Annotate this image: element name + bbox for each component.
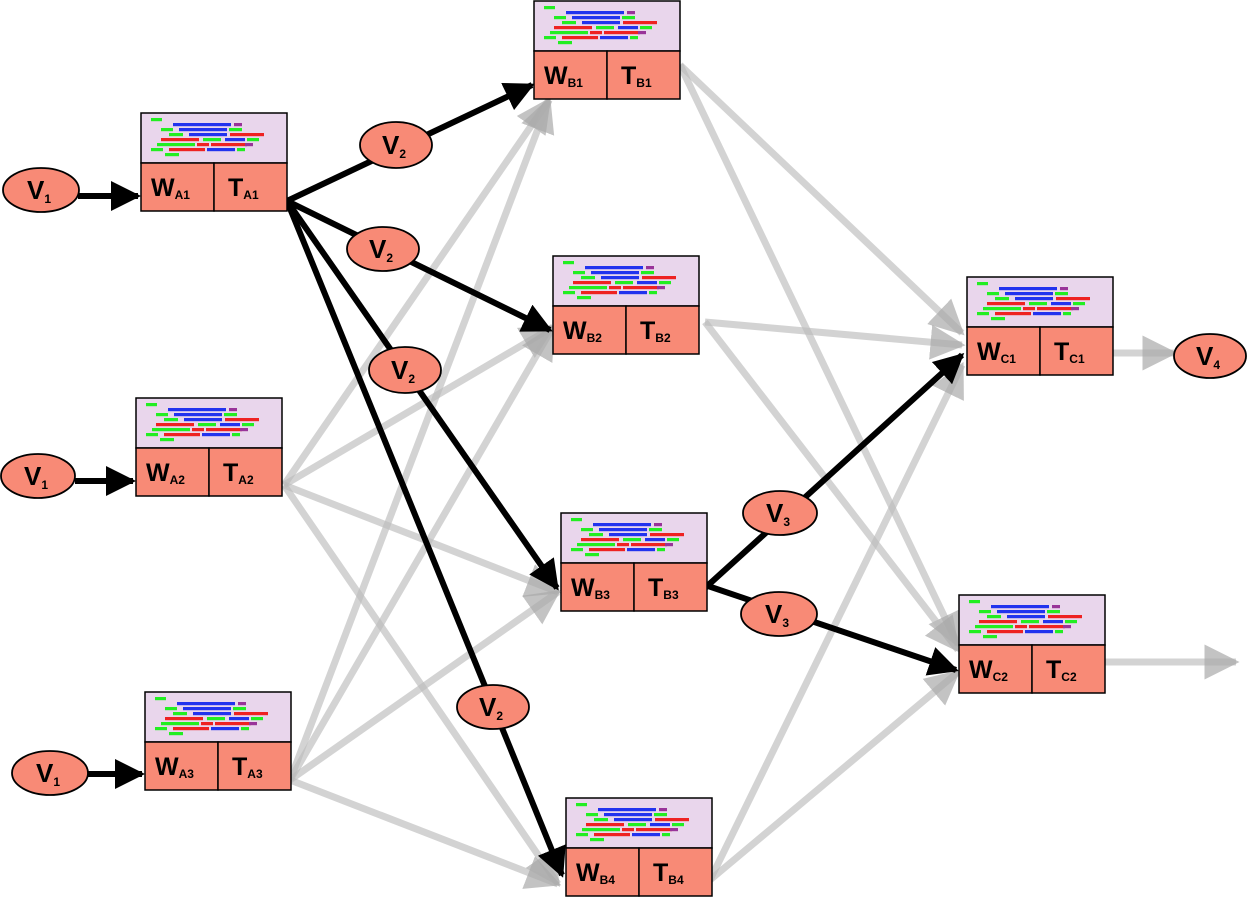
node-a2[interactable]: WA2 TA2	[135, 397, 283, 497]
node-c1[interactable]: WC1 TC1	[966, 276, 1114, 376]
edge-b2-c2	[702, 319, 961, 653]
label-v2-b1-text: V2	[382, 130, 406, 161]
edge-a2-b3	[282, 481, 562, 597]
label-v1-a1: V1	[2, 167, 80, 213]
node-b1-w-label: WB1	[544, 62, 583, 90]
node-a3-w-label: WA3	[155, 753, 194, 781]
label-v1-a2: V1	[0, 453, 76, 499]
edge-b4-c1	[706, 361, 966, 882]
label-v3-c1: V3	[742, 490, 818, 536]
node-b2-w-cell	[552, 305, 627, 355]
node-b3-w-label: WB3	[571, 574, 610, 602]
node-a1-w-cell	[140, 162, 215, 212]
label-v3-c1-text: V3	[766, 498, 790, 529]
code-snippet-icon	[140, 112, 288, 164]
code-snippet-icon	[552, 255, 700, 307]
node-b4[interactable]: WB4 TB4	[565, 797, 713, 897]
edge-b2-c1	[704, 318, 966, 360]
node-b2-t-label: TB2	[640, 317, 671, 345]
node-b4-w-cell	[565, 847, 640, 897]
edge-b1-c2	[676, 63, 962, 649]
label-v1-a3: V1	[11, 750, 89, 796]
node-a1[interactable]: WA1 TA1	[140, 112, 288, 212]
label-v3-c2: V3	[740, 591, 818, 637]
label-v4-out-text: V4	[1196, 341, 1220, 372]
node-a2-w-cell	[135, 447, 210, 497]
code-snippet-icon	[533, 0, 681, 52]
edge-b3-c2	[704, 582, 959, 676]
label-v2-b2-text: V2	[369, 234, 393, 265]
edge-b1-c1	[677, 62, 965, 336]
node-c2-t-cell	[1031, 644, 1106, 694]
label-v2-b3: V2	[368, 346, 442, 394]
code-snippet-icon	[958, 594, 1106, 646]
node-b3[interactable]: WB3 TB3	[560, 512, 708, 612]
node-a3-t-label: TA3	[232, 753, 263, 781]
node-c2-t-label: TC2	[1046, 656, 1077, 684]
code-snippet-icon	[135, 397, 283, 449]
label-v2-b4-text: V2	[479, 692, 503, 723]
node-a3[interactable]: WA3 TA3	[144, 691, 292, 791]
edge-a3-b3	[287, 589, 561, 783]
edge-a3-b1	[286, 96, 555, 782]
node-b1-t-label: TB1	[621, 62, 652, 90]
edge-a2-b1	[281, 97, 552, 487]
label-v2-b3-text: V2	[391, 355, 415, 386]
label-v4-out: V4	[1173, 333, 1247, 379]
node-a1-w-label: WA1	[151, 174, 190, 202]
node-b4-w-label: WB4	[576, 859, 615, 887]
code-snippet-icon	[565, 797, 713, 849]
node-b2-t-cell	[625, 305, 700, 355]
code-snippet-icon	[560, 512, 708, 564]
node-b4-t-label: TB4	[653, 859, 684, 887]
edge-a1-b2	[285, 198, 553, 333]
node-c2-w-label: WC2	[969, 656, 1008, 684]
node-b1-w-cell	[533, 50, 608, 100]
node-a1-t-label: TA1	[228, 174, 259, 202]
code-snippet-icon	[144, 691, 292, 743]
label-v1-a1-text: V1	[27, 175, 51, 206]
node-c1-t-cell	[1039, 326, 1114, 376]
label-v2-b4: V2	[456, 684, 530, 730]
edge-a1-b3	[284, 199, 560, 591]
node-a2-t-label: TA2	[223, 459, 254, 487]
code-snippet-icon	[966, 276, 1114, 328]
faded-edges	[281, 62, 1240, 889]
node-b3-w-cell	[560, 562, 635, 612]
edge-a1-b4	[284, 199, 566, 878]
node-a1-t-cell	[213, 162, 288, 212]
node-c1-t-label: TC1	[1054, 338, 1085, 366]
node-b1[interactable]: WB1 TB1	[533, 0, 681, 100]
node-b1-t-cell	[606, 50, 681, 100]
node-a3-w-cell	[144, 741, 219, 791]
node-b2-w-label: WB2	[563, 317, 602, 345]
edge-b3-c1	[702, 352, 965, 591]
node-a2-t-cell	[208, 447, 283, 497]
node-b4-t-cell	[638, 847, 713, 897]
node-c1-w-label: WC1	[977, 338, 1016, 366]
edge-a2-b2	[282, 323, 557, 489]
label-v2-b1: V2	[359, 121, 433, 169]
label-v3-c2-text: V3	[765, 599, 789, 630]
node-a2-w-label: WA2	[146, 459, 185, 487]
edge-b4-c2	[707, 669, 961, 883]
label-v1-a2-text: V1	[24, 461, 48, 492]
node-a3-t-cell	[217, 741, 292, 791]
node-b2[interactable]: WB2 TB2	[552, 255, 700, 355]
node-c2[interactable]: WC2 TC2	[958, 594, 1106, 694]
node-b3-t-label: TB3	[648, 574, 679, 602]
node-b3-t-cell	[633, 562, 708, 612]
node-c2-w-cell	[958, 644, 1033, 694]
edge-a3-b2	[286, 323, 557, 782]
label-v1-a3-text: V1	[36, 758, 60, 789]
edge-a3-b4	[288, 776, 562, 889]
label-v2-b2: V2	[346, 226, 420, 272]
